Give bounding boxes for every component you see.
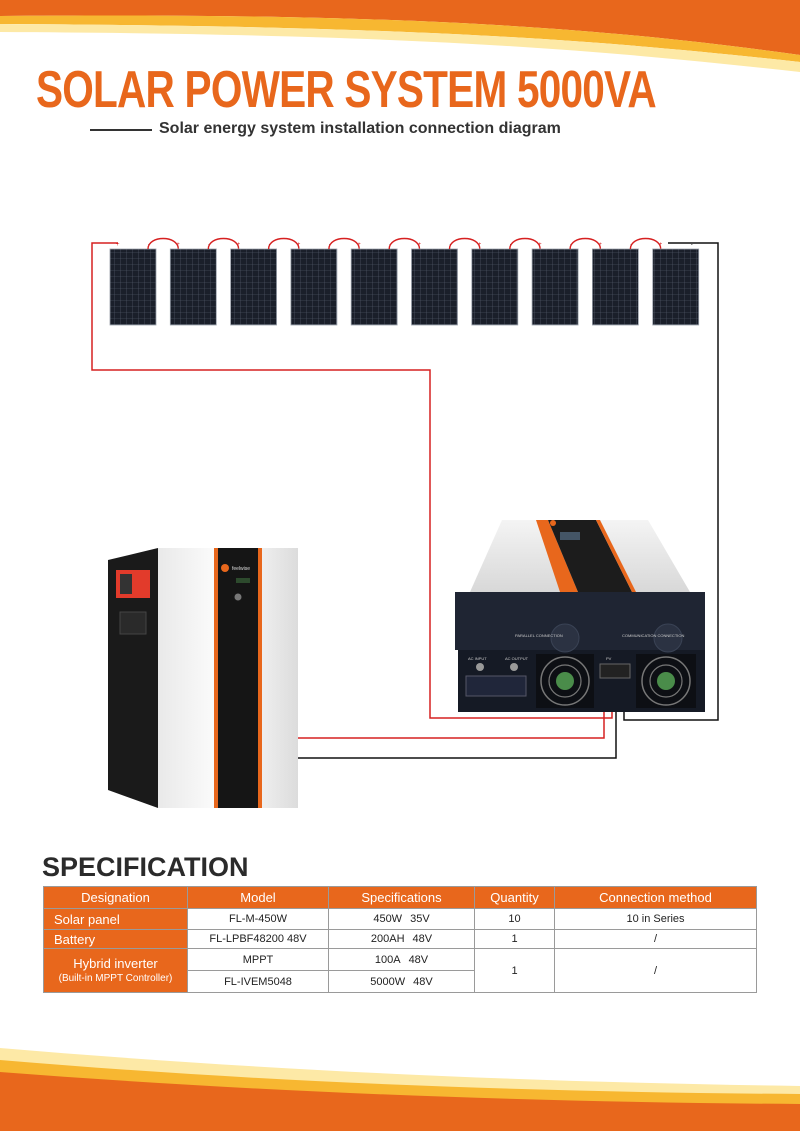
subtitle-rule: [90, 129, 152, 131]
bottom-decorative-band: [0, 1048, 800, 1131]
ac-output-label: AC OUTPUT: [505, 656, 529, 661]
table-row: Solar panel FL-M-450W 450W 35V 10 10 in S…: [43, 908, 757, 930]
model-cell: FL-IVEM5048: [187, 970, 329, 993]
spec-cell: 200AH 48V: [328, 929, 475, 949]
table-row: Hybrid inverter (Built-in MPPT Controlle…: [43, 948, 757, 993]
solar-panel: [230, 248, 278, 326]
solar-panel: [471, 248, 519, 326]
solar-panel: [411, 248, 458, 326]
spec-unit: 48V: [408, 953, 429, 966]
column-header: Model: [187, 886, 329, 909]
spec-value: 450W: [373, 913, 403, 925]
connection-cell: 10 in Series: [554, 908, 757, 930]
table-header-row: Designation Model Specifications Quantit…: [43, 886, 757, 909]
ac-input-label: AC INPUT: [468, 656, 487, 661]
spec-unit: 35V: [410, 913, 430, 925]
battery-brand: feelwise: [232, 566, 250, 572]
solar-panel: [350, 248, 398, 326]
panel-plus-terminal: +: [478, 242, 482, 248]
panel-plus-terminal: +: [659, 242, 663, 248]
table-row: FL-IVEM5048 5000W 48V: [44, 970, 757, 993]
panel-minus-terminal: -: [691, 242, 693, 248]
solar-panel: [531, 248, 579, 326]
series-jumper-cable: [388, 237, 421, 250]
series-jumper-cable: [569, 237, 602, 250]
quantity-cell: 1: [474, 929, 555, 949]
connection-diagram: +-+-+-+-+-+-+-+-+-+- feelwise PARALLEL C…: [91, 237, 719, 808]
panel-plus-terminal: +: [116, 242, 120, 248]
spec-unit: 48V: [412, 933, 433, 945]
solar-panel: [290, 248, 338, 326]
communication-label: COMMUNICATION CONNECTION: [622, 633, 684, 638]
series-jumper-cable: [448, 237, 481, 250]
designation-cell: Solar panel: [43, 908, 188, 930]
spec-value: 5000W: [370, 975, 406, 988]
page-title: SOLAR POWER SYSTEM 5000VA: [36, 61, 657, 119]
panel-plus-terminal: +: [297, 242, 301, 248]
series-jumper-cable: [328, 237, 360, 250]
spec-value: 100A: [374, 953, 401, 966]
quantity-cell: 10: [474, 908, 555, 930]
series-jumper-cable: [629, 237, 662, 250]
column-header: Quantity: [474, 886, 555, 909]
connection-cell: /: [554, 948, 757, 993]
inverter-designation: Hybrid inverter: [73, 955, 158, 971]
series-jumper-cable: [267, 237, 300, 250]
spec-value: 200AH: [370, 933, 405, 945]
parallel-label: PARALLEL CONNECTION: [515, 633, 563, 638]
cooling-fan-left: [536, 654, 594, 708]
pv-label: PV: [606, 656, 612, 661]
panel-plus-terminal: +: [176, 242, 180, 248]
panel-plus-terminal: +: [538, 242, 542, 248]
panel-plus-terminal: +: [357, 242, 361, 248]
series-jumper-cable: [207, 237, 240, 250]
solar-panel: [169, 248, 217, 326]
column-header: Designation: [43, 886, 188, 909]
solar-panel: [652, 248, 700, 326]
lithium-battery: feelwise: [108, 548, 298, 808]
page-subtitle: Solar energy system installation connect…: [159, 120, 561, 137]
hybrid-inverter: PARALLEL CONNECTION COMMUNICATION CONNEC…: [455, 520, 705, 712]
designation-cell: Battery: [43, 929, 188, 949]
cooling-fan-right: [636, 654, 696, 708]
series-jumper-cable: [147, 237, 179, 250]
connection-cell: /: [554, 929, 757, 949]
top-decorative-band: [0, 0, 800, 72]
solar-panel: [109, 248, 157, 326]
solar-panel-array: +-+-+-+-+-+-+-+-+-+-: [109, 237, 700, 326]
designation-cell: Hybrid inverter (Built-in MPPT Controlle…: [43, 948, 188, 993]
pv-positive-cable: [91, 242, 613, 719]
spec-cell: 5000W 48V: [328, 970, 475, 993]
table-row: Battery FL-LPBF48200 48V 200AH 48V 1 /: [43, 929, 757, 949]
series-jumper-cable: [509, 237, 541, 250]
column-header: Specifications: [328, 886, 475, 909]
spec-unit: 48V: [413, 975, 433, 988]
spec-cell: 450W 35V: [328, 908, 475, 930]
inverter-designation-note: (Built-in MPPT Controller): [58, 972, 173, 984]
column-header: Connection method: [554, 886, 757, 909]
spec-cell: 100A 48V: [328, 948, 475, 971]
panel-plus-terminal: +: [237, 242, 241, 248]
specification-heading: SPECIFICATION: [42, 852, 249, 882]
model-cell: MPPT: [187, 948, 329, 971]
panel-plus-terminal: +: [418, 242, 422, 248]
panel-plus-terminal: +: [598, 242, 602, 248]
specification-table: Designation Model Specifications Quantit…: [43, 886, 757, 993]
solar-panel: [592, 248, 639, 326]
model-cell: FL-LPBF48200 48V: [187, 929, 329, 949]
model-cell: FL-M-450W: [187, 908, 329, 930]
quantity-cell: 1: [474, 948, 555, 993]
